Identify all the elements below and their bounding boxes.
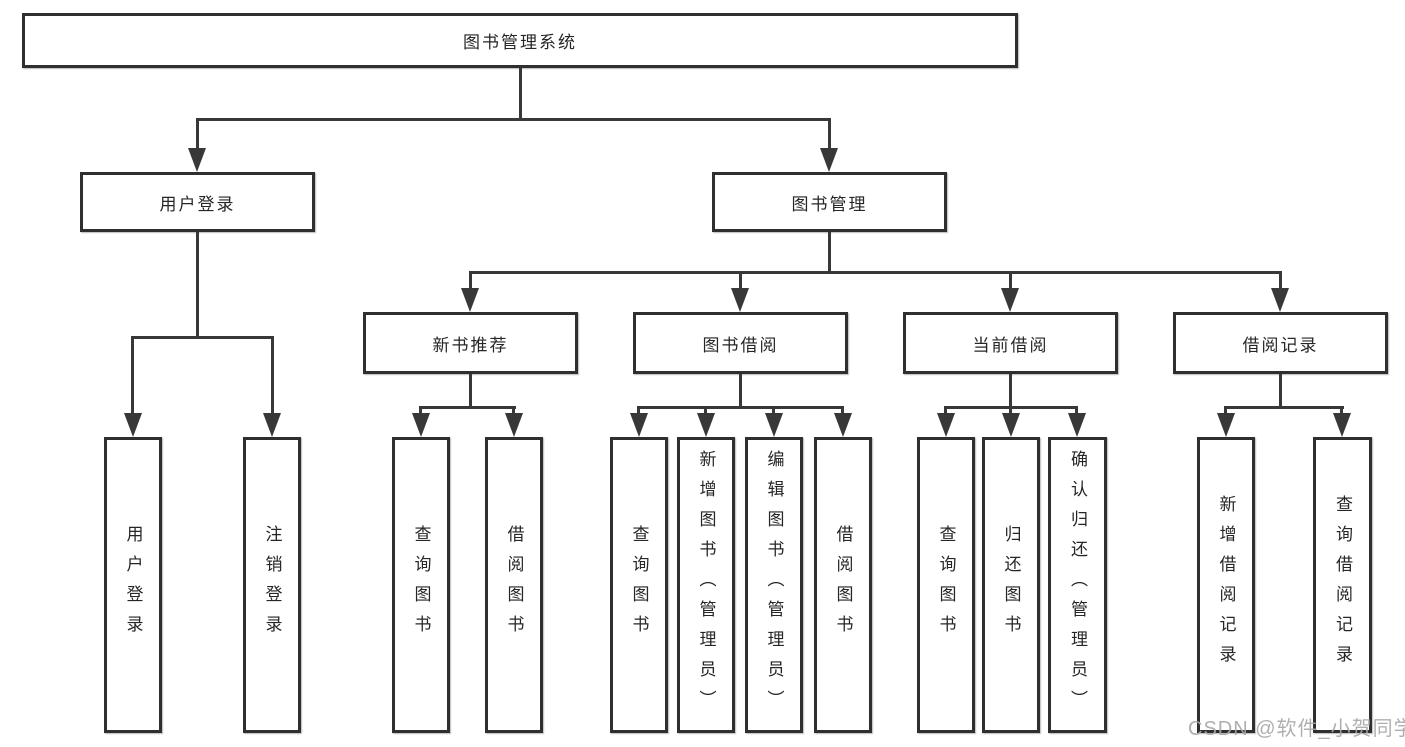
down-arrowhead-icon [412,413,430,437]
connector-line [469,271,472,289]
leaf-current-confirm-return-admin: 确认归还（管理员） [1048,437,1107,733]
down-arrowhead-icon [1002,413,1020,437]
leaf-logout-login: 注销登录 [243,437,301,733]
down-arrowhead-icon [731,288,749,312]
connector-line [1340,406,1343,414]
down-arrowhead-icon [1333,413,1351,437]
node-current-borrowing: 当前借阅 [903,312,1118,374]
down-arrowhead-icon [1271,288,1289,312]
down-arrowhead-icon [1001,288,1019,312]
connector-line [739,374,742,406]
connector-line [519,68,522,118]
leaf-current-query-books: 查询图书 [917,437,975,733]
down-arrowhead-icon [630,413,648,437]
down-arrowhead-icon [1217,413,1235,437]
down-arrowhead-icon [697,413,715,437]
down-arrowhead-icon [820,148,838,172]
connector-line [419,406,422,414]
connector-line [469,374,472,406]
connector-line [131,336,134,413]
leaf-recommend-borrow-books: 借阅图书 [485,437,543,733]
down-arrowhead-icon [1068,413,1086,437]
connector-line [1075,406,1078,414]
node-borrowing-records: 借阅记录 [1173,312,1388,374]
leaf-borrowing-query-books: 查询图书 [610,437,668,733]
connector-line [512,406,515,414]
connector-line [637,406,640,414]
down-arrowhead-icon [765,413,783,437]
connector-line [739,271,742,289]
connector-line [841,406,844,414]
node-user-login: 用户登录 [80,172,315,232]
down-arrowhead-icon [834,413,852,437]
leaf-borrowing-edit-books-admin: 编辑图书（管理员） [745,437,803,733]
node-book-management: 图书管理 [712,172,947,232]
leaf-user-login: 用户登录 [104,437,162,733]
leaf-borrowing-add-books-admin: 新增图书（管理员） [677,437,735,733]
connector-line [828,232,831,271]
connector-line [469,271,1282,274]
node-new-book-recommendation: 新书推荐 [363,312,578,374]
connector-line [271,336,274,413]
down-arrowhead-icon [188,148,206,172]
down-arrowhead-icon [937,413,955,437]
leaf-records-query-borrow-record: 查询借阅记录 [1313,437,1372,733]
connector-line [1009,271,1012,289]
connector-line [1224,406,1344,409]
connector-line [131,336,274,339]
connector-line [1279,271,1282,289]
connector-line [1279,374,1282,406]
connector-line [196,118,199,148]
down-arrowhead-icon [505,413,523,437]
connector-line [1009,406,1012,414]
leaf-records-add-borrow-record: 新增借阅记录 [1197,437,1255,733]
connector-line [196,118,831,121]
down-arrowhead-icon [124,413,142,437]
csdn-watermark: CSDN @软件_小贺同学 [1188,718,1405,740]
connector-line [1224,406,1227,414]
leaf-borrowing-borrow-books: 借阅图书 [814,437,872,733]
connector-line [944,406,947,414]
connector-line [637,406,844,409]
down-arrowhead-icon [461,288,479,312]
connector-line [1009,374,1012,406]
node-book-borrowing: 图书借阅 [633,312,848,374]
node-book-management-system: 图书管理系统 [22,13,1018,68]
connector-line [419,406,516,409]
down-arrowhead-icon [263,413,281,437]
leaf-recommend-query-books: 查询图书 [392,437,450,733]
connector-line [196,232,199,336]
connector-line [828,118,831,148]
leaf-current-return-books: 归还图书 [982,437,1040,733]
connector-line [772,406,775,414]
connector-line [704,406,707,414]
